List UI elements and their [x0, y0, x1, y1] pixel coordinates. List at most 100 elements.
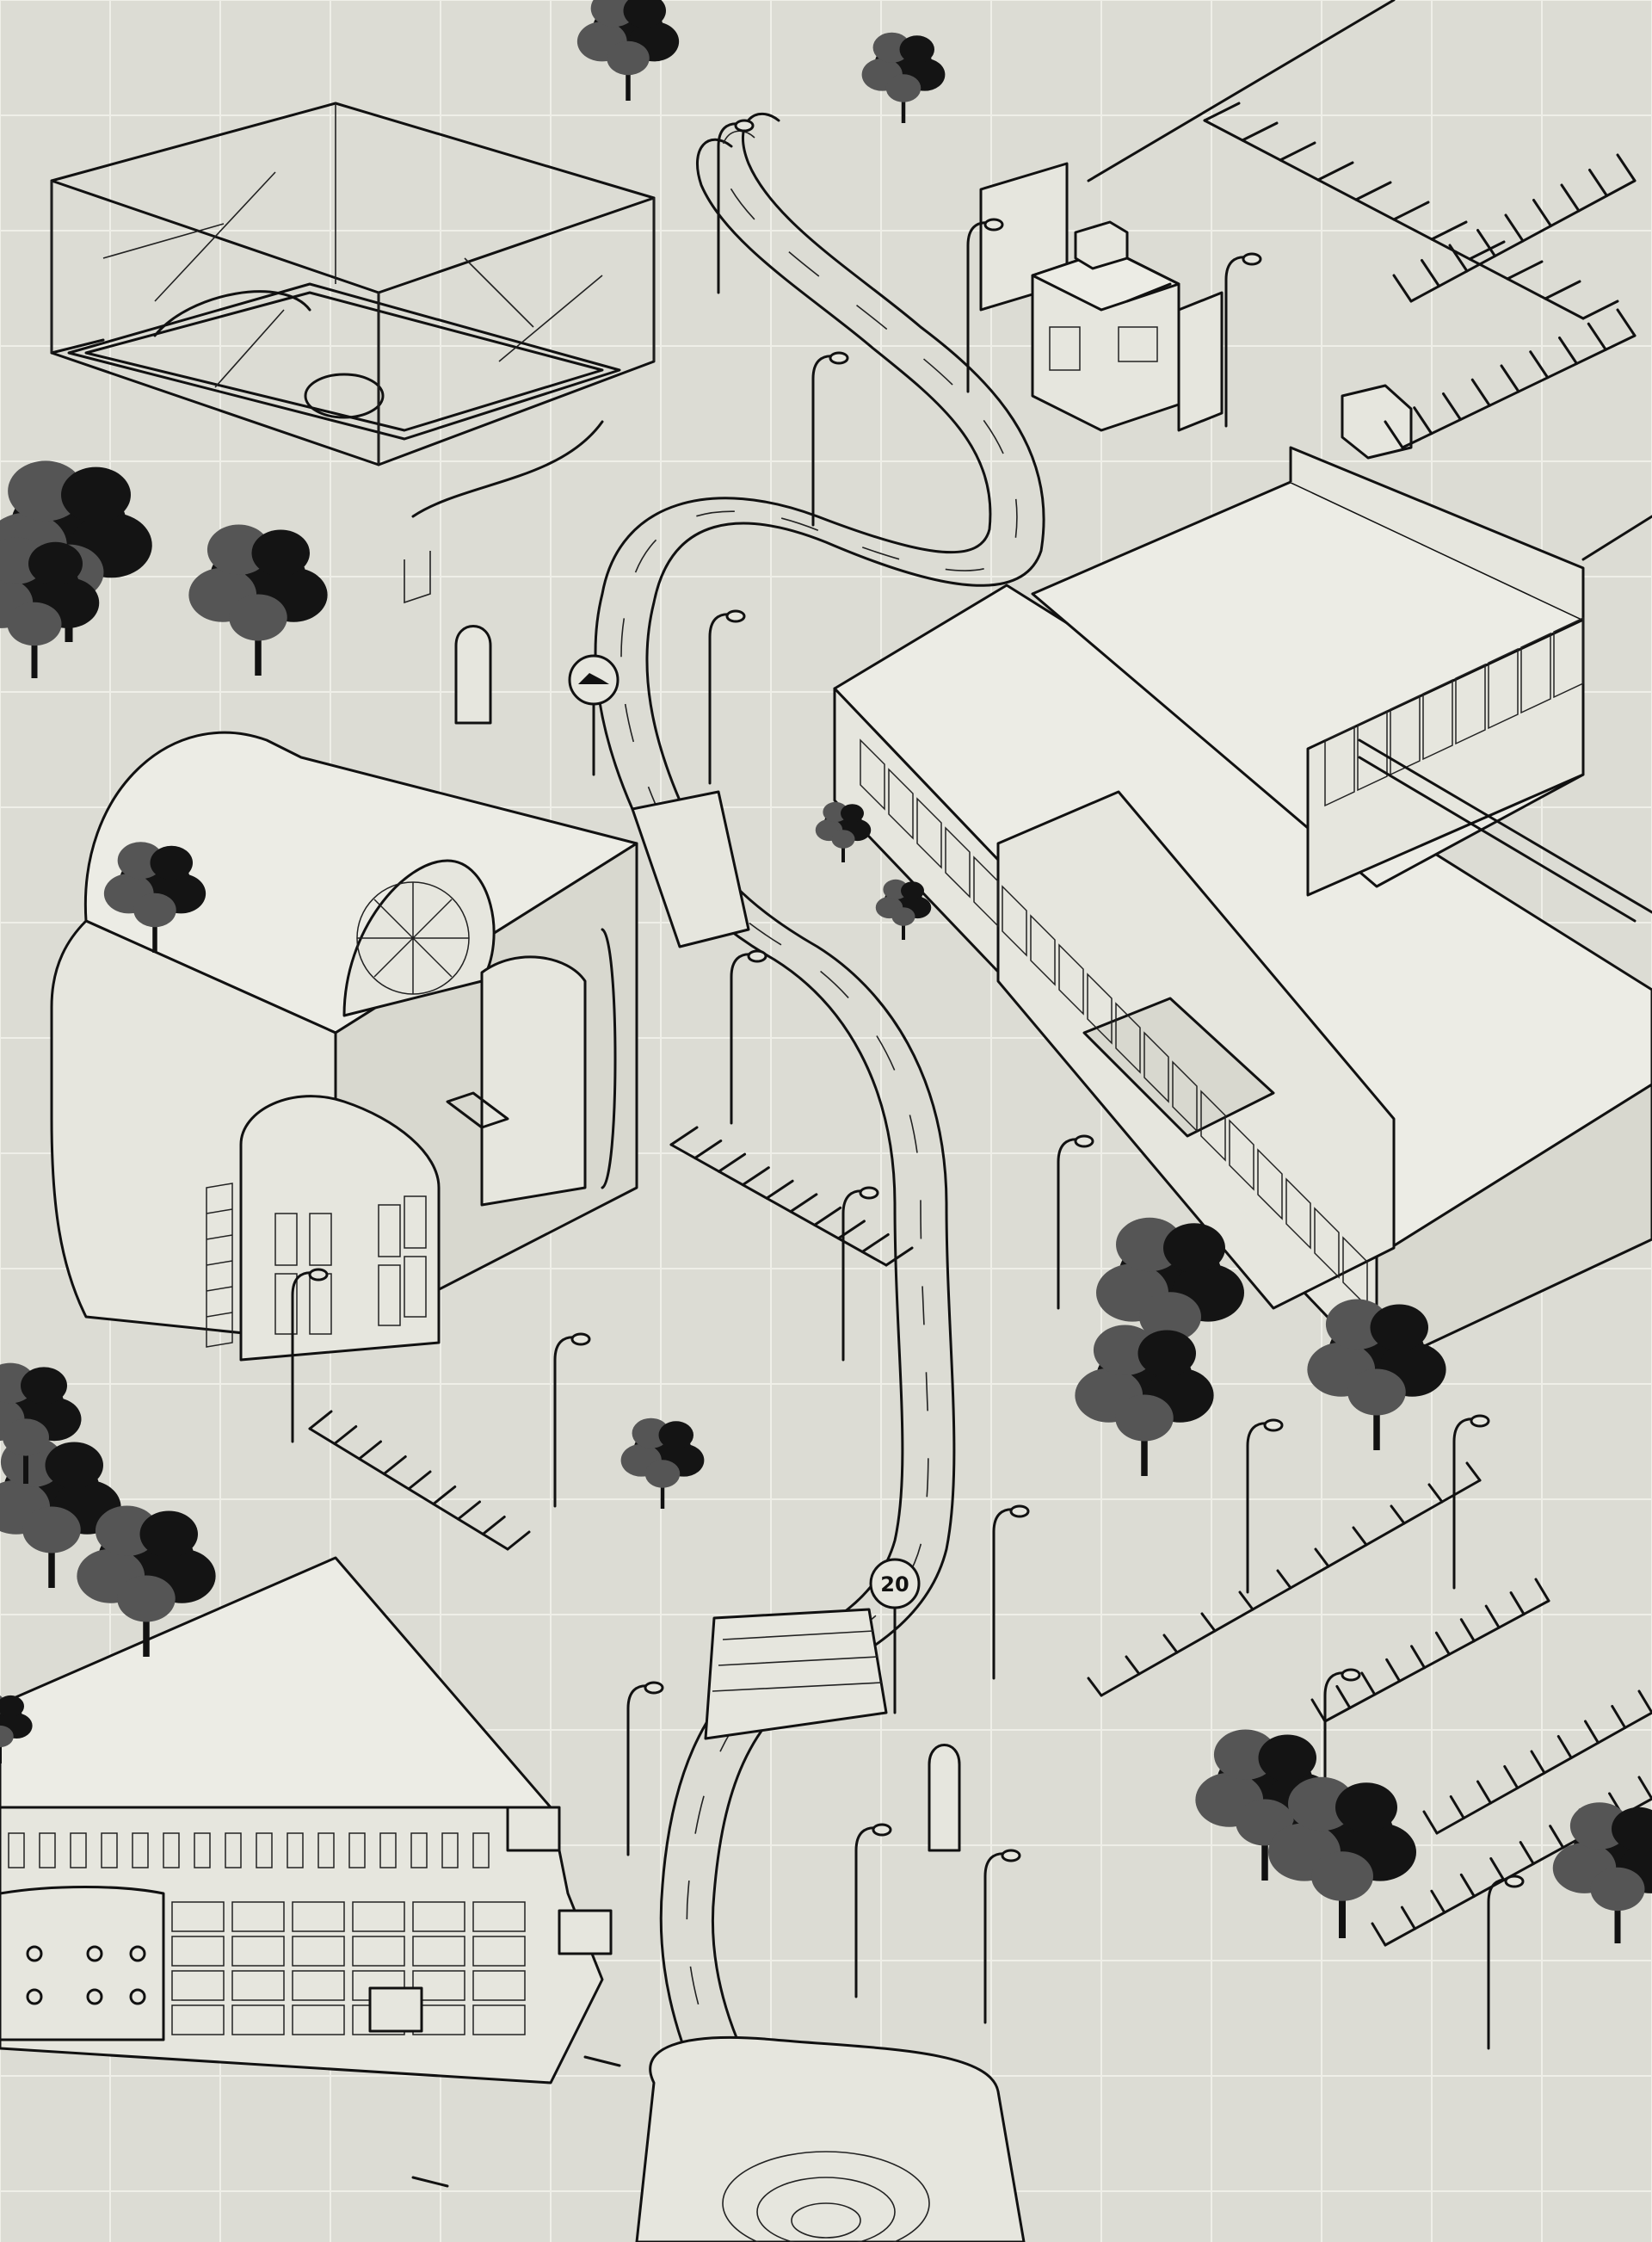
parking-stall-line — [1584, 1720, 1600, 1745]
parking-stall-line — [1587, 322, 1607, 351]
tree — [1075, 1325, 1214, 1476]
street-lamp — [992, 1508, 1017, 1680]
school-window — [292, 1901, 345, 1932]
school-window — [39, 1832, 56, 1868]
office-window — [1390, 694, 1421, 776]
school-window — [441, 1832, 459, 1868]
parking-stall-line — [1392, 201, 1430, 221]
parking-stall-line — [506, 1530, 531, 1551]
lamp-head — [1242, 252, 1262, 266]
tree — [576, 0, 680, 101]
office-window — [1422, 678, 1453, 761]
street-lamp — [811, 355, 836, 527]
tree — [815, 801, 872, 862]
parking-edge — [669, 1143, 888, 1267]
parking-stall-line — [382, 1455, 407, 1475]
school-window — [171, 1970, 225, 2001]
office-window — [1115, 1002, 1141, 1074]
office-window — [973, 855, 999, 928]
lamp-head — [983, 218, 1004, 232]
parking-stall-line — [1534, 1578, 1550, 1603]
parking-stall-line — [1385, 1658, 1402, 1683]
parking-stall-line — [1449, 1795, 1465, 1819]
school-window — [231, 1936, 285, 1967]
tree — [1096, 1217, 1244, 1379]
school-window — [472, 1832, 490, 1868]
street-lamp — [841, 1189, 866, 1362]
parking-stall-line — [813, 1206, 842, 1226]
trees — [0, 0, 1652, 1943]
office-window — [1200, 1090, 1226, 1162]
office-window — [888, 768, 914, 840]
lamp-head — [747, 949, 767, 963]
street-lamp — [626, 1684, 651, 1856]
parking-edge — [1323, 1599, 1550, 1723]
lamp-head — [734, 119, 755, 133]
tree — [1307, 1299, 1446, 1450]
lamp-head — [1001, 1849, 1021, 1862]
tree — [188, 524, 328, 676]
parking-stall-line — [1637, 1776, 1652, 1800]
parking-stall-line — [1352, 1526, 1368, 1547]
school-window — [412, 1936, 465, 1967]
parking-stall-line — [1422, 1810, 1439, 1835]
parking-stall-line — [1504, 213, 1525, 243]
parking-stall-line — [860, 1232, 890, 1253]
gatehouse-checkpoint — [979, 0, 1652, 561]
parking-stall-line — [765, 1179, 794, 1200]
school-window — [132, 1832, 149, 1868]
parking-stall-line — [1465, 1461, 1482, 1482]
parking-stall-line — [1371, 1922, 1387, 1947]
tree — [0, 1695, 33, 1763]
road-tunnel-ramp — [635, 2036, 1026, 2242]
parking-stall-line — [1390, 1504, 1406, 1525]
parking-stall-line — [457, 1500, 481, 1521]
school-building — [0, 1556, 621, 2188]
parking-stall-line — [1238, 1590, 1254, 1611]
parking-stall-line — [741, 1166, 770, 1187]
parking-stall-line — [1279, 141, 1316, 162]
school-window — [171, 2004, 225, 2035]
school-window — [225, 1832, 242, 1868]
office-window — [1257, 1148, 1283, 1220]
parking-stall-line — [1509, 1591, 1526, 1616]
parking-stall-line — [333, 1425, 358, 1445]
parking-stall-line — [1556, 1735, 1573, 1759]
tree — [861, 32, 946, 123]
parking-stall-line — [1560, 183, 1581, 213]
lamp-head — [872, 1823, 892, 1837]
school-window — [317, 1832, 335, 1868]
school-window — [171, 1936, 225, 1967]
road-bridge-lower — [704, 1608, 888, 1740]
kiosk-upper — [454, 625, 492, 725]
parking-stall-line — [1335, 1684, 1352, 1709]
school-window — [410, 1832, 428, 1868]
school-window — [194, 1832, 211, 1868]
lamp-head — [829, 351, 849, 365]
parking-stall-line — [1276, 1569, 1292, 1590]
parking-stall-line — [1476, 1780, 1492, 1805]
parking-stall-line — [669, 1126, 699, 1146]
parking-stall-line — [1442, 392, 1462, 421]
parking-stall-line — [1459, 1873, 1476, 1898]
school-window — [412, 1901, 465, 1932]
school-window — [352, 1901, 405, 1932]
parking-stall-line — [308, 1410, 333, 1430]
parking-stall-line — [1400, 1905, 1416, 1930]
parking-lots — [308, 102, 1652, 1947]
street-lamp — [717, 122, 742, 294]
parking-stall-line — [1489, 1856, 1506, 1881]
street-lamp — [1487, 1878, 1512, 2050]
street-lamp — [1057, 1138, 1082, 1310]
parking-stall-line — [1125, 1655, 1141, 1676]
street-lamps — [291, 119, 1525, 2050]
school-window — [292, 1970, 345, 2001]
parking-stall-line — [1421, 259, 1440, 287]
parking-stall-line — [1430, 1889, 1446, 1914]
parking-stall-line — [1203, 102, 1241, 122]
office-window — [916, 797, 942, 869]
school-window — [472, 1936, 526, 1967]
school-window — [8, 1832, 25, 1868]
parking-stall-line — [1427, 1483, 1444, 1504]
